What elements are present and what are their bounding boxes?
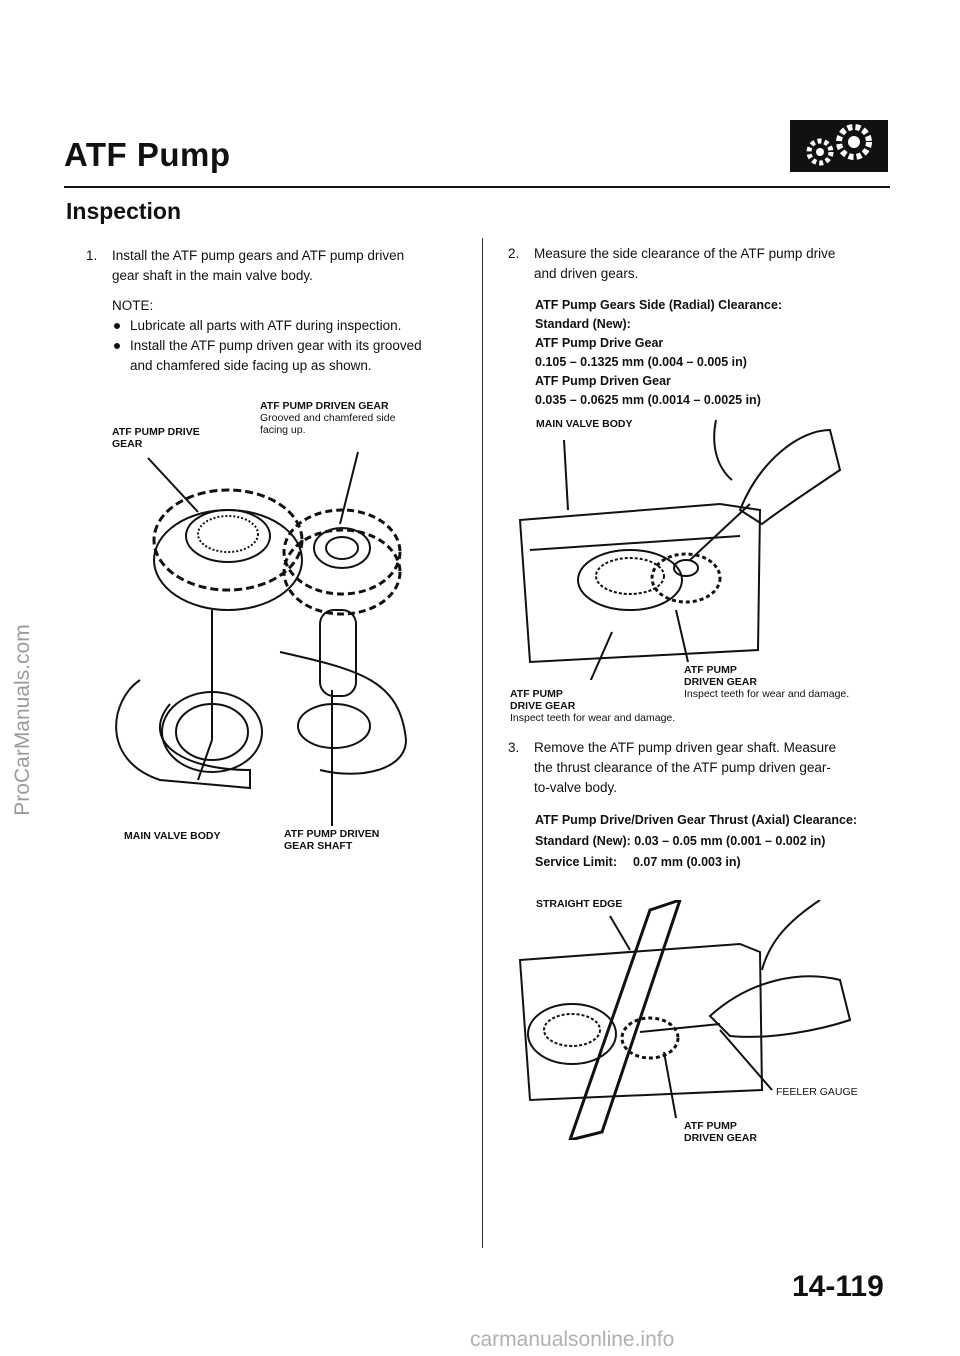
step-text-line: the thrust clearance of the ATF pump dri… — [534, 760, 831, 775]
note-bullet: Lubricate all parts with ATF during insp… — [114, 316, 474, 336]
thrust-clearance-illustration — [518, 900, 852, 1140]
step-number: 1. — [86, 248, 98, 263]
bottom-watermark: carmanualsonline.info — [470, 1328, 675, 1351]
step-3: 3. Remove the ATF pump driven gear shaft… — [508, 738, 888, 800]
step-2: 2. Measure the side clearance of the ATF… — [508, 244, 888, 286]
step-text-line: Measure the side clearance of the ATF pu… — [534, 246, 836, 261]
label-fig2-drive-gear: ATF PUMP DRIVE GEAR Inspect teeth for we… — [510, 688, 676, 724]
label-driven-gear-shaft: ATF PUMP DRIVEN GEAR SHAFT — [284, 828, 380, 852]
page-number: 14-119 — [792, 1270, 884, 1303]
bullet-dot — [114, 343, 120, 349]
step-text-line: gear shaft in the main valve body. — [112, 268, 313, 283]
label-drive-gear: ATF PUMP DRIVE GEAR — [112, 426, 200, 450]
note-bullet: Install the ATF pump driven gear with it… — [114, 336, 474, 376]
page-title: ATF Pump — [64, 136, 231, 173]
step-text-line: and driven gears. — [534, 266, 639, 281]
header-rule — [64, 186, 890, 188]
bullet-dot — [114, 323, 120, 329]
step-text-line: to-valve body. — [534, 780, 618, 795]
note-label: NOTE: — [112, 298, 154, 313]
step-number: 3. — [508, 740, 520, 755]
step-number: 2. — [508, 246, 520, 261]
label-feeler-gauge: FEELER GAUGE — [776, 1086, 858, 1098]
step-text-line: Remove the ATF pump driven gear shaft. M… — [534, 740, 837, 755]
spec-axial-clearance: ATF Pump Drive/Driven Gear Thrust (Axial… — [535, 813, 858, 869]
label-driven-gear: ATF PUMP DRIVEN GEAR Grooved and chamfer… — [260, 400, 396, 436]
step-text-line: Install the ATF pump gears and ATF pump … — [112, 248, 405, 263]
side-clearance-illustration — [518, 419, 842, 680]
label-main-valve-body: MAIN VALVE BODY — [124, 830, 221, 842]
bullet-text: Install the ATF pump driven gear with it… — [130, 338, 422, 353]
bullet-text: and chamfered side facing up as shown. — [130, 358, 372, 373]
label-fig2-driven-gear: ATF PUMP DRIVEN GEAR Inspect teeth for w… — [684, 664, 850, 700]
label-main-valve-body: MAIN VALVE BODY — [536, 418, 633, 430]
side-watermark: ProCarManuals.com — [11, 624, 34, 816]
spec-radial-clearance: ATF Pump Gears Side (Radial) Clearance: … — [535, 298, 783, 407]
label-fig3-driven-gear: ATF PUMP DRIVEN GEAR — [684, 1120, 757, 1144]
column-divider — [482, 238, 483, 1248]
pump-gears-illustration — [115, 451, 408, 826]
transmission-icon — [790, 120, 888, 172]
section-heading: Inspection — [66, 198, 182, 224]
bullet-text: Lubricate all parts with ATF during insp… — [130, 318, 402, 333]
label-straight-edge: STRAIGHT EDGE — [536, 898, 623, 910]
step-1: 1. Install the ATF pump gears and ATF pu… — [86, 246, 466, 288]
